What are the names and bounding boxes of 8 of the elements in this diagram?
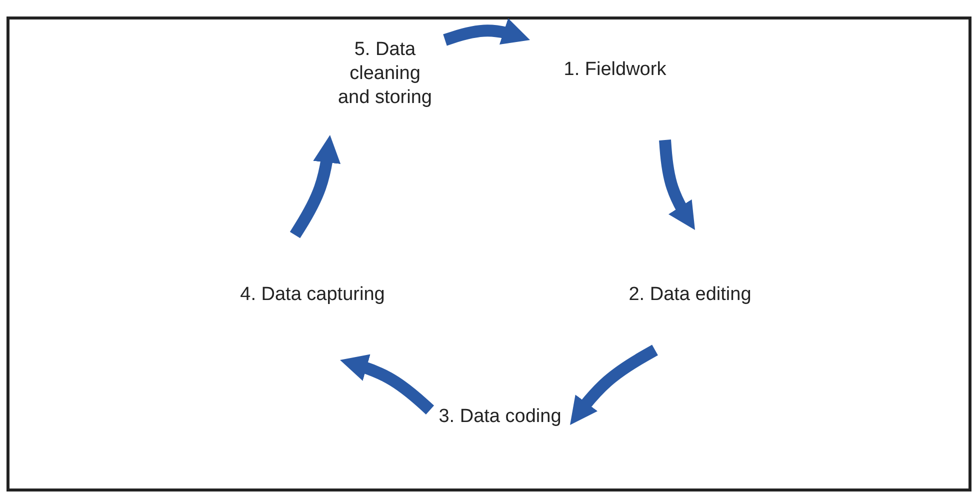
step-label: 4. Data capturing	[240, 283, 385, 307]
step-label: 5. Data cleaning and storing	[337, 38, 433, 110]
step-label: 3. Data coding	[438, 405, 562, 429]
curved-arrow	[443, 18, 532, 46]
curved-arrow	[290, 134, 341, 238]
step-label: 1. Fieldwork	[564, 58, 666, 82]
curved-arrow	[338, 354, 434, 414]
step-label: 2. Data editing	[628, 283, 752, 307]
